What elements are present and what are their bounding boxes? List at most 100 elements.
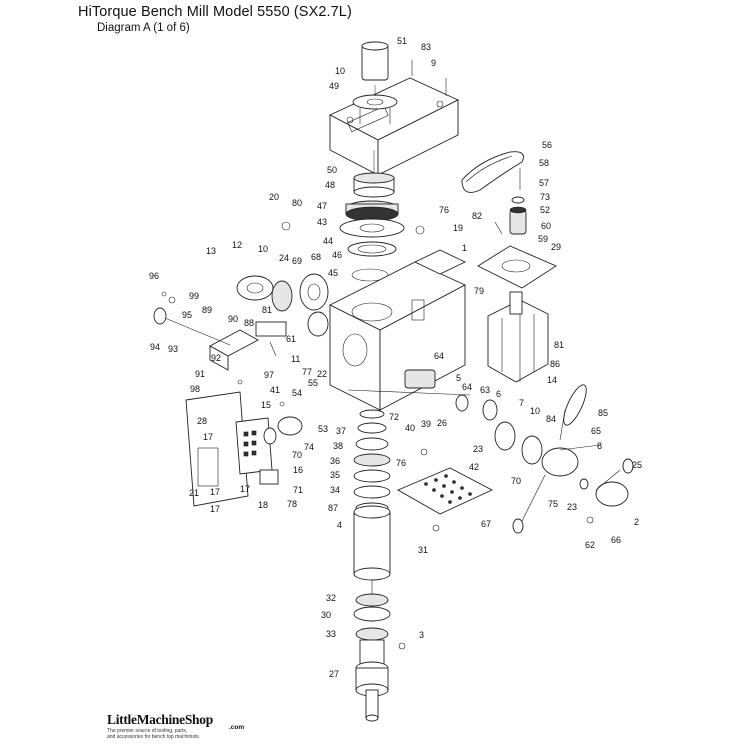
callout-14: 14 xyxy=(547,375,557,385)
callout-80: 80 xyxy=(292,198,302,208)
callout-85: 85 xyxy=(598,408,608,418)
callout-13: 13 xyxy=(206,246,216,256)
callout-25: 25 xyxy=(632,460,642,470)
chip-tray-plate xyxy=(396,467,494,515)
callout-35: 35 xyxy=(330,470,340,480)
callout-64: 64 xyxy=(462,382,472,392)
callout-5: 5 xyxy=(456,373,461,383)
callout-42: 42 xyxy=(469,462,479,472)
callout-76: 76 xyxy=(439,205,449,215)
callout-30: 30 xyxy=(321,610,331,620)
callout-39: 39 xyxy=(421,419,431,429)
callout-23: 23 xyxy=(473,444,483,454)
callout-87: 87 xyxy=(328,503,338,513)
callout-81: 81 xyxy=(262,305,272,315)
callout-10: 10 xyxy=(530,406,540,416)
callout-60: 60 xyxy=(541,221,551,231)
callout-76: 76 xyxy=(396,458,406,468)
callout-23: 23 xyxy=(567,502,577,512)
callout-72: 72 xyxy=(389,412,399,422)
callout-41: 41 xyxy=(270,385,280,395)
callout-61: 61 xyxy=(286,334,296,344)
callout-11: 11 xyxy=(291,354,300,364)
callout-27: 27 xyxy=(329,669,339,679)
callout-12: 12 xyxy=(232,240,242,250)
callout-97: 97 xyxy=(264,370,274,380)
callout-17: 17 xyxy=(203,432,213,442)
callout-54: 54 xyxy=(292,388,302,398)
callout-49: 49 xyxy=(329,81,339,91)
spindle-bearings xyxy=(353,593,391,641)
callout-38: 38 xyxy=(333,441,343,451)
callout-53: 53 xyxy=(318,424,328,434)
callout-69: 69 xyxy=(292,256,302,266)
callout-18: 18 xyxy=(258,500,268,510)
callout-9: 9 xyxy=(431,58,436,68)
callout-92: 92 xyxy=(211,353,221,363)
small-fasteners xyxy=(161,221,594,650)
callout-68: 68 xyxy=(311,252,321,262)
callout-88: 88 xyxy=(244,318,254,328)
callout-47: 47 xyxy=(317,201,327,211)
callout-83: 83 xyxy=(421,42,431,52)
callout-21: 21 xyxy=(189,488,199,498)
callout-94: 94 xyxy=(150,342,160,352)
diagram-title: HiTorque Bench Mill Model 5550 (SX2.7L) xyxy=(78,4,352,20)
callout-3: 3 xyxy=(419,630,424,640)
drive-belt xyxy=(461,151,524,193)
callout-79: 79 xyxy=(474,286,484,296)
quill xyxy=(353,505,391,600)
callout-93: 93 xyxy=(168,344,178,354)
callout-67: 67 xyxy=(481,519,491,529)
brand-logo: LittleMachineShop .com The premier sourc… xyxy=(107,712,287,748)
motor xyxy=(487,291,549,383)
callout-46: 46 xyxy=(332,250,342,260)
motor-pulley-parts xyxy=(494,168,527,235)
callout-56: 56 xyxy=(542,140,552,150)
callout-28: 28 xyxy=(197,416,207,426)
callout-91: 91 xyxy=(195,369,205,379)
callout-17: 17 xyxy=(210,504,220,514)
callout-32: 32 xyxy=(326,593,336,603)
callout-26: 26 xyxy=(437,418,447,428)
callout-22: 22 xyxy=(317,369,327,379)
fine-feed-assembly xyxy=(153,273,329,371)
callout-17: 17 xyxy=(210,487,220,497)
callout-59: 59 xyxy=(538,234,548,244)
callout-65: 65 xyxy=(591,426,601,436)
callout-4: 4 xyxy=(337,520,342,530)
callout-73: 73 xyxy=(540,192,550,202)
callout-36: 36 xyxy=(330,456,340,466)
motor-top-parts xyxy=(352,41,447,124)
callout-16: 16 xyxy=(293,465,303,475)
callout-89: 89 xyxy=(202,305,212,315)
callout-77: 77 xyxy=(302,367,312,377)
callout-15: 15 xyxy=(261,400,271,410)
callout-50: 50 xyxy=(327,165,337,175)
callout-17: 17 xyxy=(240,484,250,494)
brand-suffix: .com xyxy=(229,724,245,731)
callout-63: 63 xyxy=(480,385,490,395)
callout-57: 57 xyxy=(539,178,549,188)
callout-24: 24 xyxy=(279,253,289,263)
callout-78: 78 xyxy=(287,499,297,509)
brand-tagline-1: The premier source of tooling, parts, xyxy=(107,728,188,734)
callout-37: 37 xyxy=(336,426,346,436)
diagram-subtitle: Diagram A (1 of 6) xyxy=(97,22,190,34)
callout-66: 66 xyxy=(611,535,621,545)
callout-10: 10 xyxy=(335,66,345,76)
callout-6: 6 xyxy=(496,389,501,399)
headstock-body xyxy=(328,249,467,411)
callout-64: 64 xyxy=(434,351,444,361)
callout-98: 98 xyxy=(190,384,200,394)
callout-40: 40 xyxy=(405,423,415,433)
callout-81: 81 xyxy=(554,340,564,350)
callout-58: 58 xyxy=(539,158,549,168)
callout-75: 75 xyxy=(548,499,558,509)
callout-51: 51 xyxy=(397,36,407,46)
callout-71: 71 xyxy=(293,485,303,495)
callout-1: 1 xyxy=(462,243,467,253)
spindle xyxy=(355,639,389,722)
